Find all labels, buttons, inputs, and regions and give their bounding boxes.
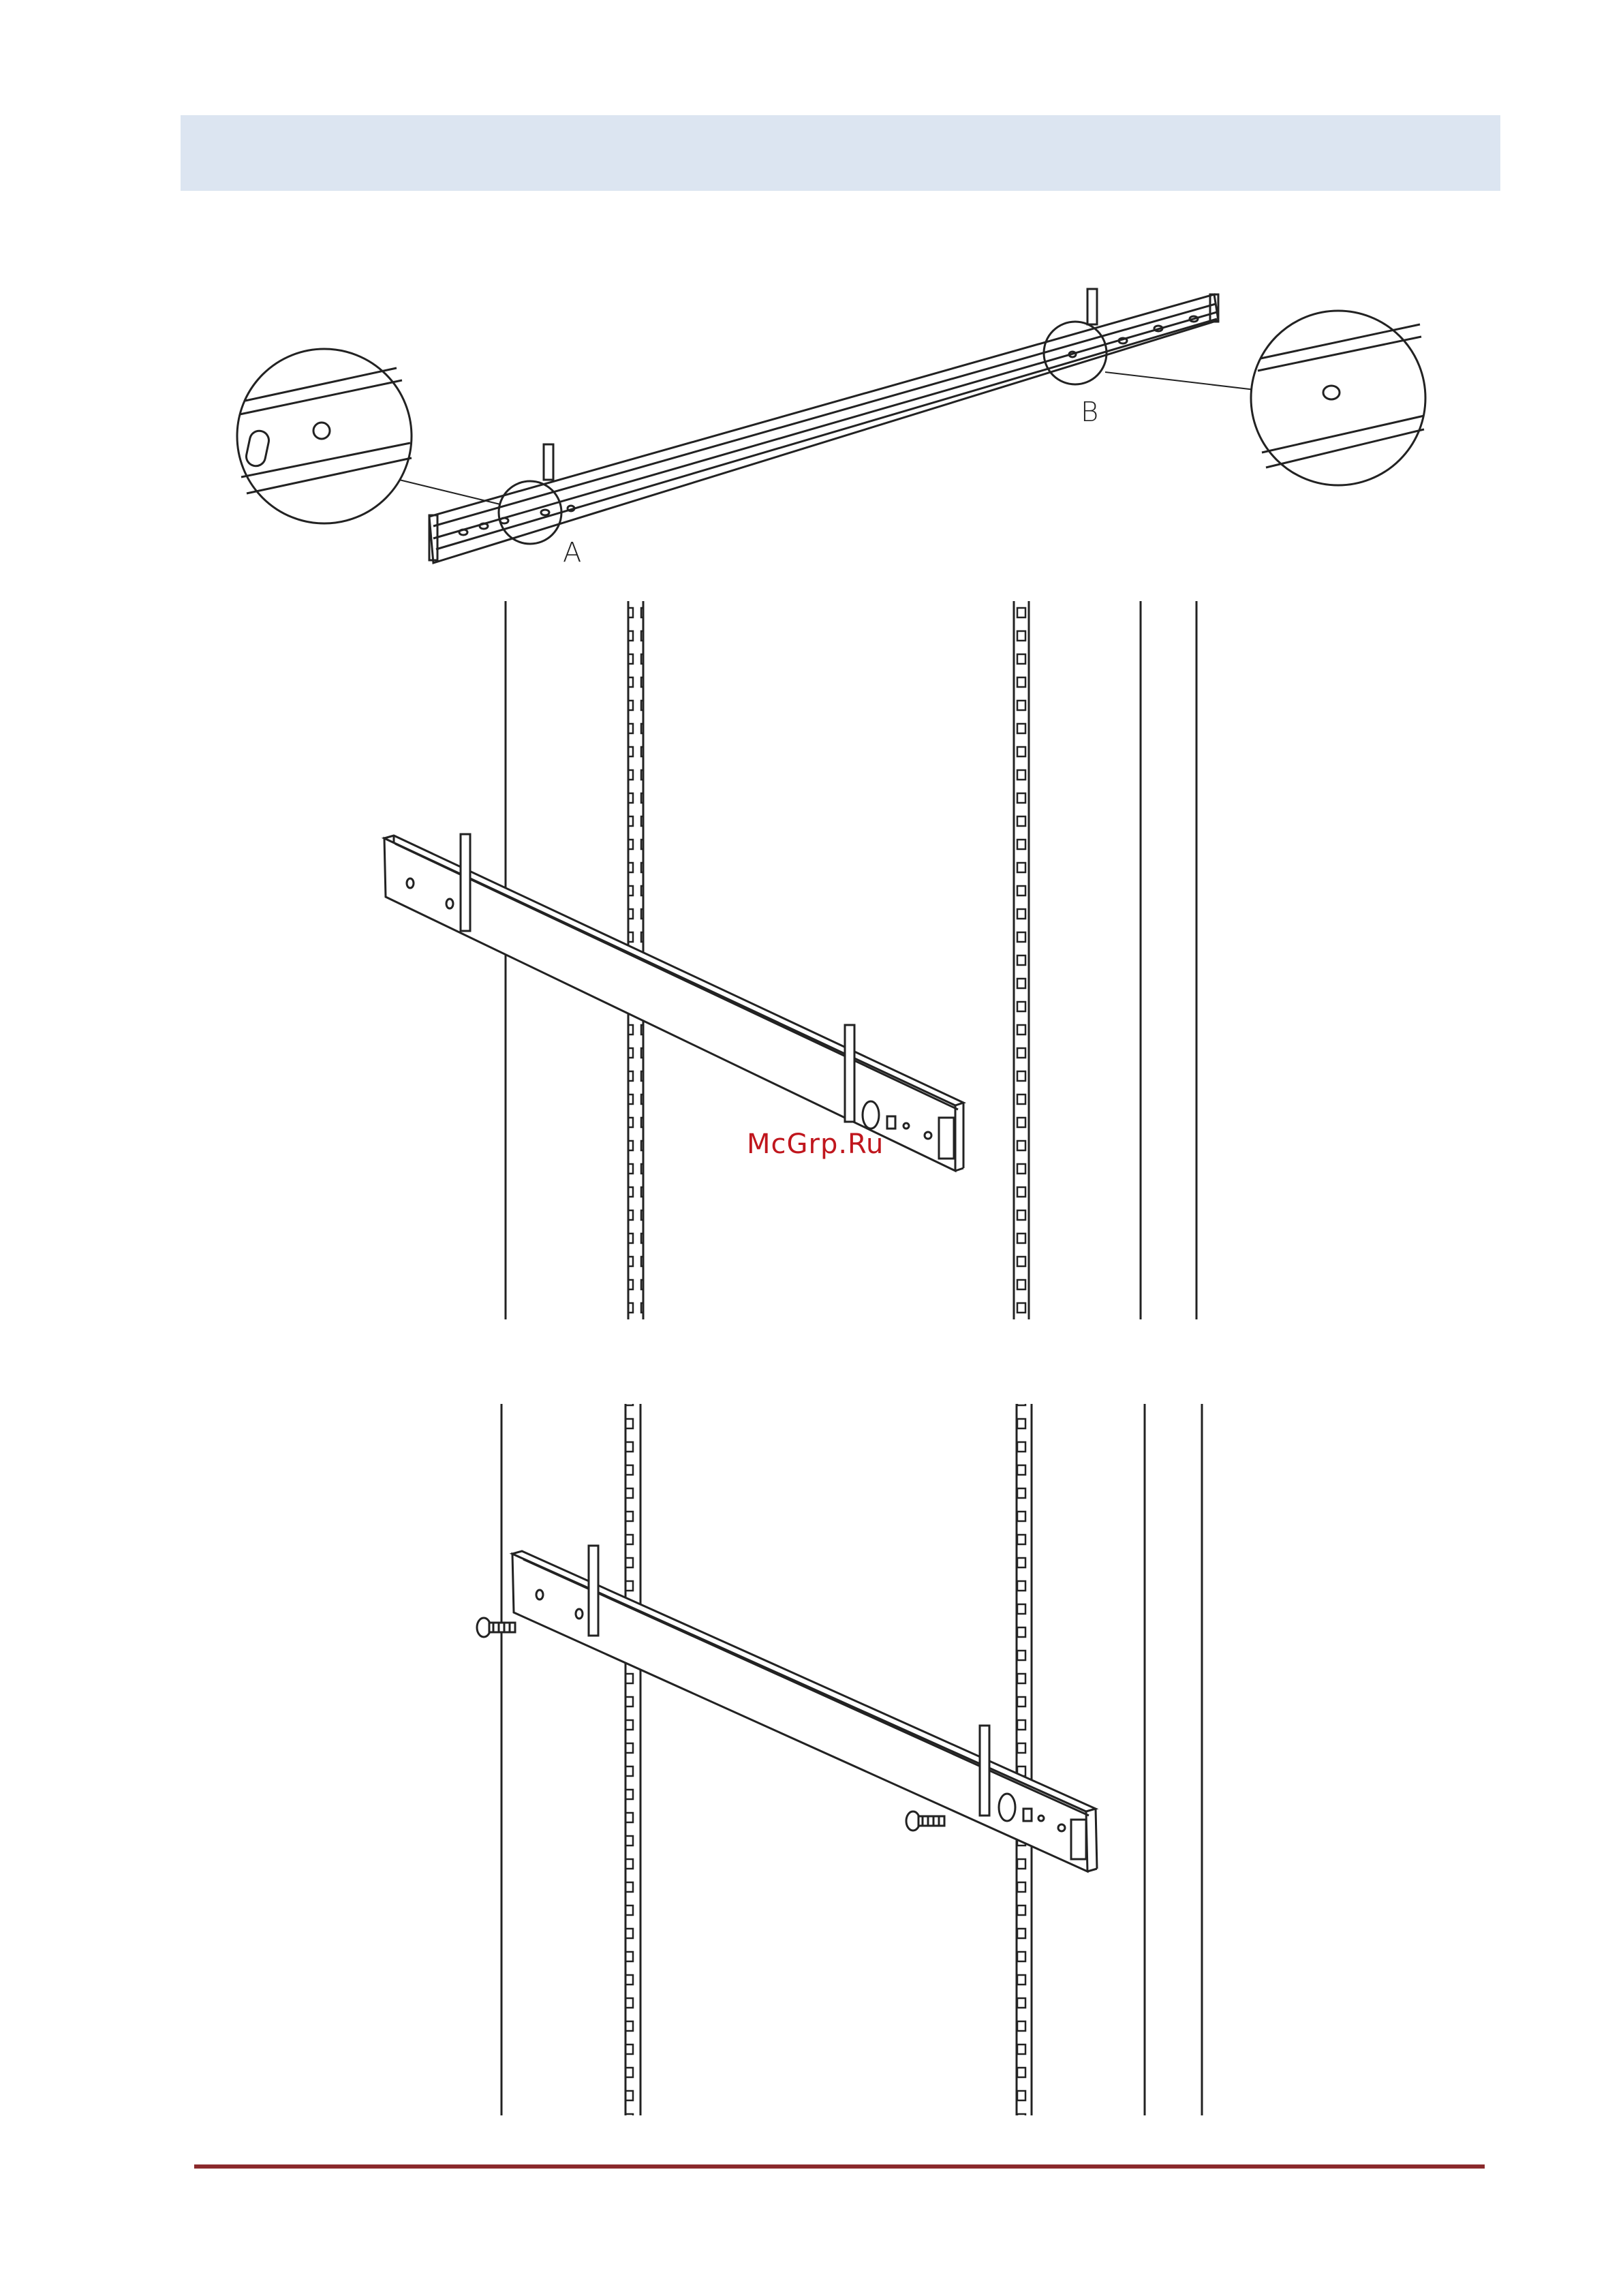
screw-right <box>906 1811 944 1831</box>
screw-left <box>477 1618 515 1637</box>
footer-rule <box>194 2164 1485 2169</box>
watermark: McGrp.Ru <box>747 1129 884 1160</box>
